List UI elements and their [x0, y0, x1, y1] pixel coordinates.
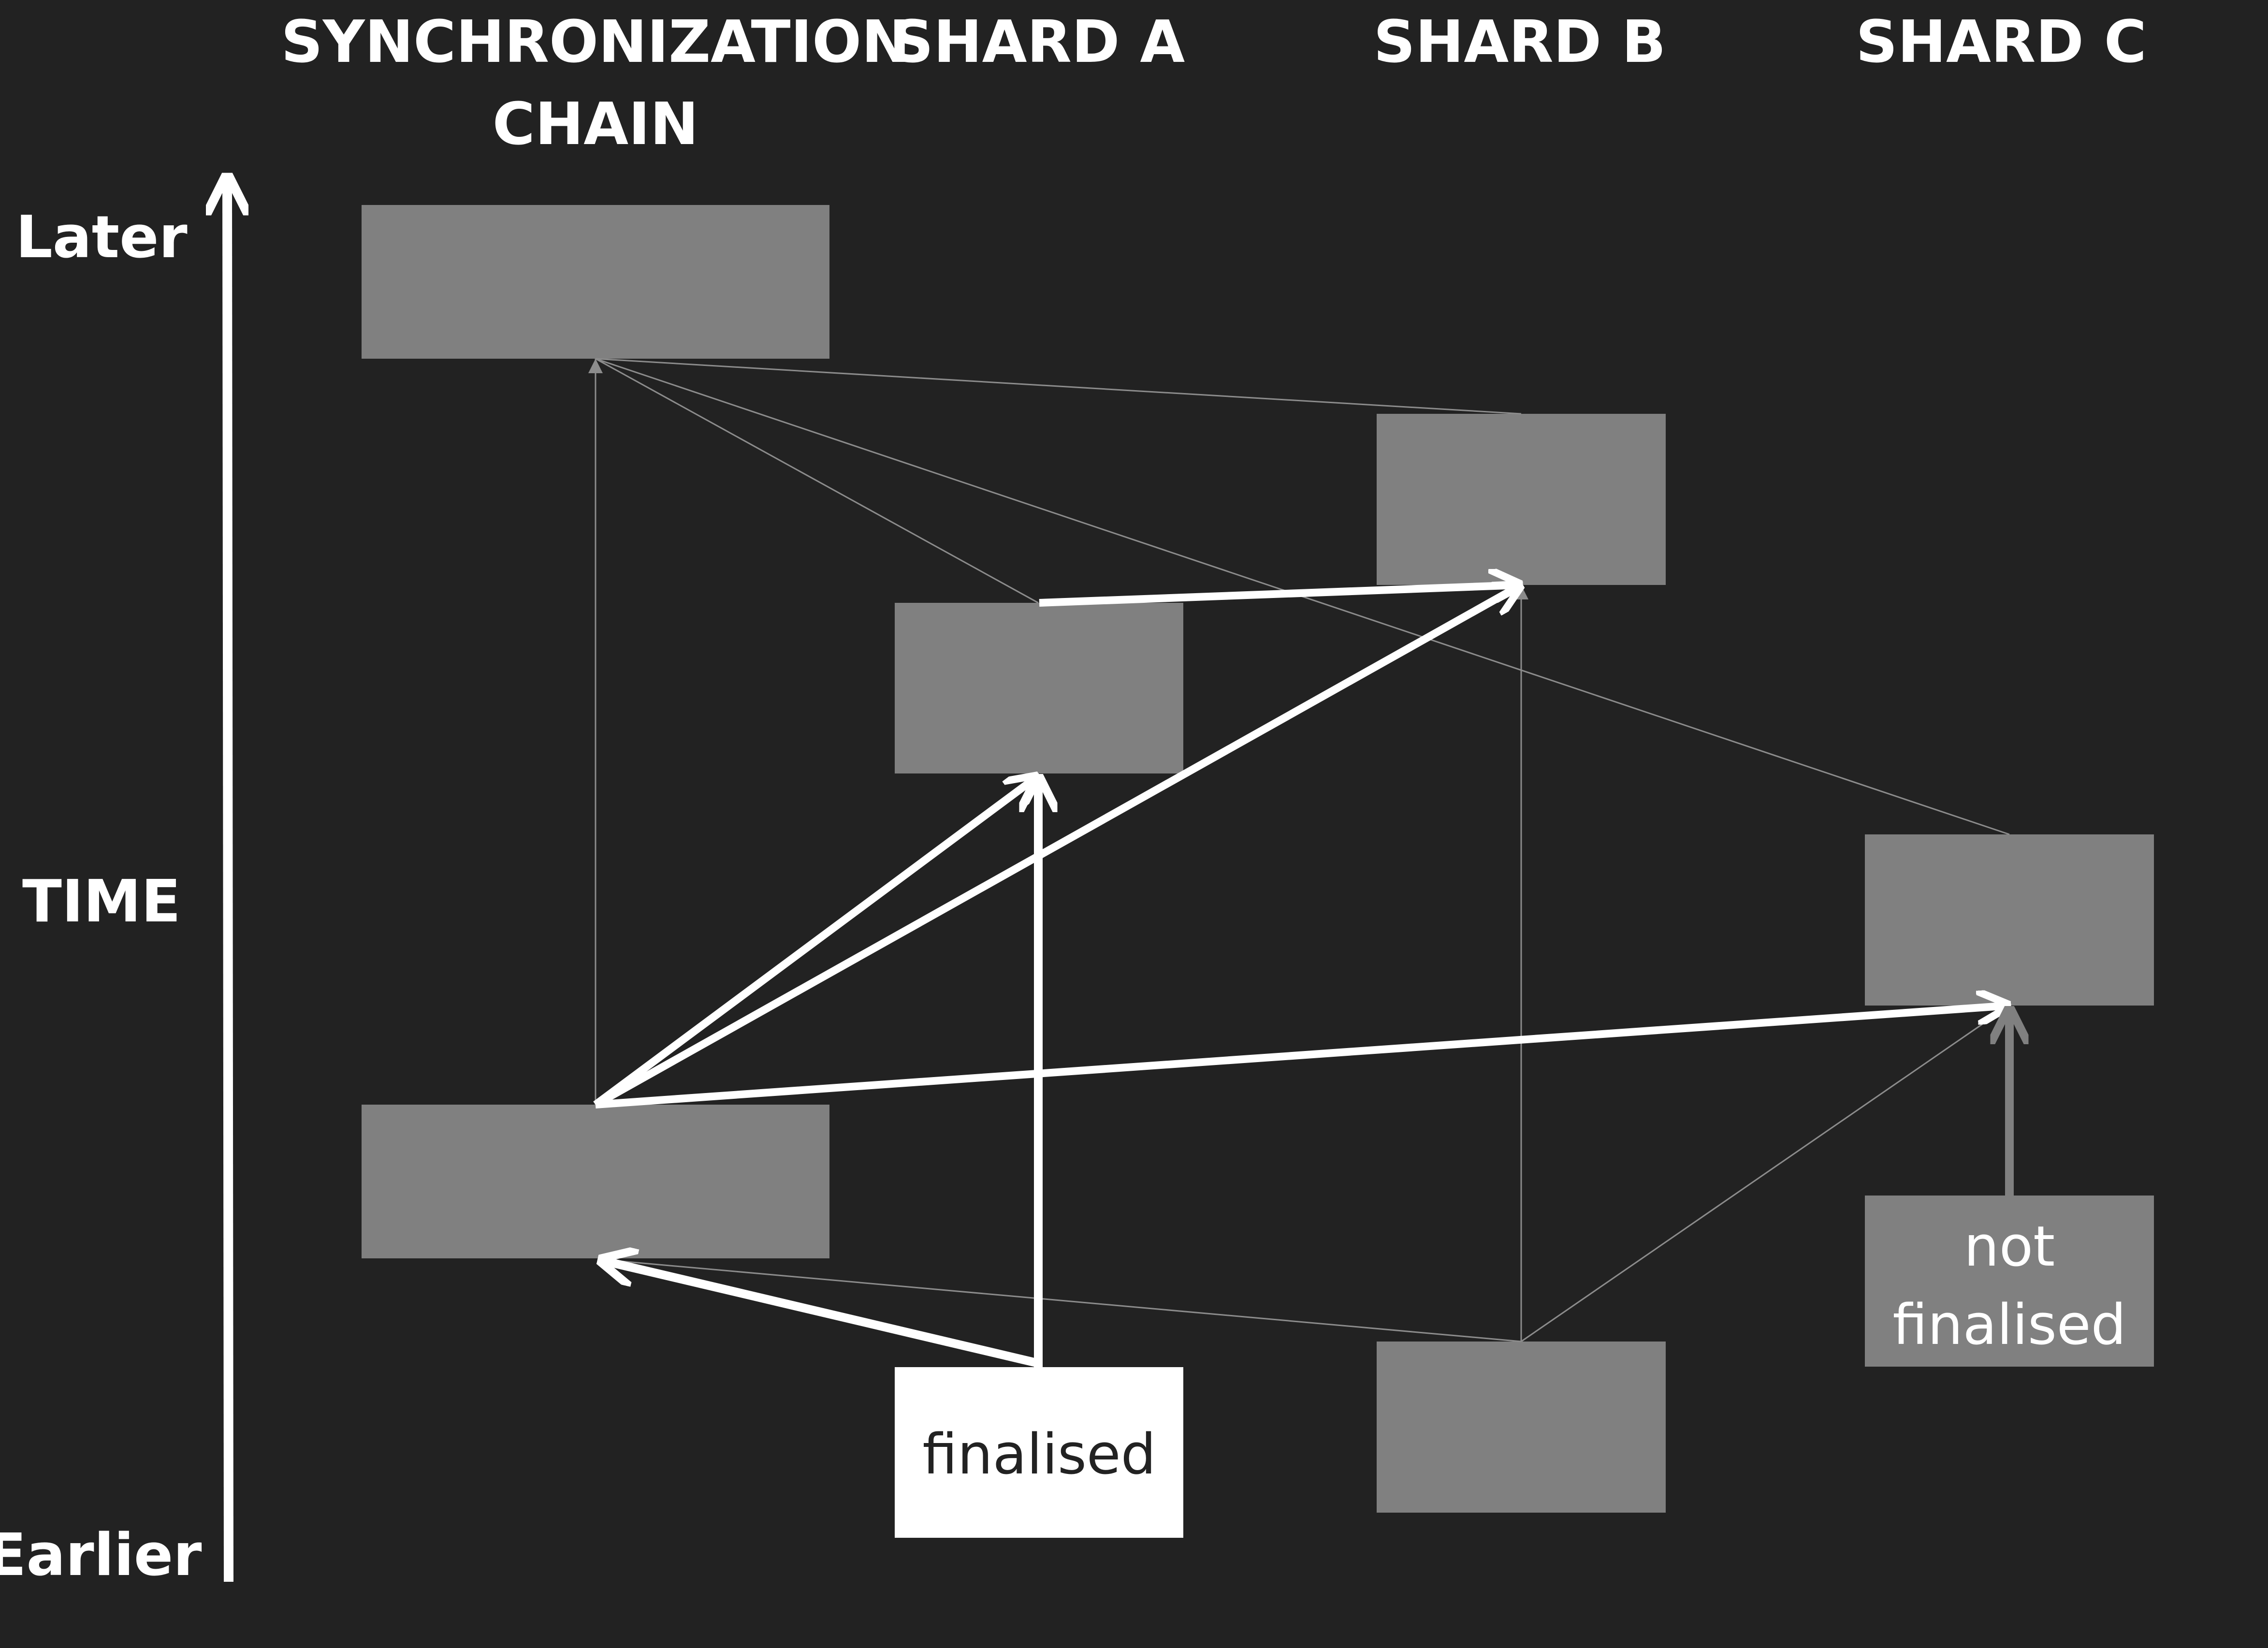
sync-block-later	[362, 205, 829, 359]
time-axis-label: TIME	[22, 868, 181, 935]
arrow-sync-to-shard-c	[595, 1006, 2009, 1108]
arrow-sync-to-shard-b	[594, 585, 1521, 1108]
shard-c-header: SHARD C	[1856, 9, 2147, 76]
finalised-label: finalised	[922, 1422, 1156, 1487]
time-axis-arrow	[227, 175, 229, 1582]
shard-a-header: SHARD A	[892, 9, 1185, 76]
thin-link	[1521, 1005, 2010, 1342]
shard-a-block-top	[895, 603, 1183, 773]
shard-a-block-finalised	[895, 1367, 1183, 1538]
shard-b-block-bottom	[1377, 1342, 1666, 1513]
thin-link	[595, 358, 1522, 415]
sync-chain-header-line1: SYNCHRONIZATION	[281, 9, 910, 76]
thin-link	[595, 358, 1039, 604]
thin-link	[599, 1258, 1522, 1342]
time-later-label: Later	[15, 204, 187, 271]
sync-block-earlier	[362, 1105, 829, 1258]
time-earlier-label: Earlier	[0, 1522, 202, 1589]
sync-chain-header-line2: CHAIN	[493, 91, 698, 158]
shard-b-header: SHARD B	[1374, 9, 1666, 76]
shard-c-block-not-finalised	[1865, 1196, 2154, 1367]
not-finalised-label-line2: finalised	[1892, 1293, 2126, 1357]
shard-b-block-top	[1377, 414, 1666, 585]
arrow-sync-to-shard-a	[593, 776, 1038, 1108]
not-finalised-label-line1: not	[1964, 1214, 2055, 1279]
arrow-finalised-to-sync	[599, 1260, 1040, 1368]
arrow-shard-a-to-shard-b	[1039, 585, 1521, 607]
shard-c-block-top	[1865, 834, 2154, 1006]
